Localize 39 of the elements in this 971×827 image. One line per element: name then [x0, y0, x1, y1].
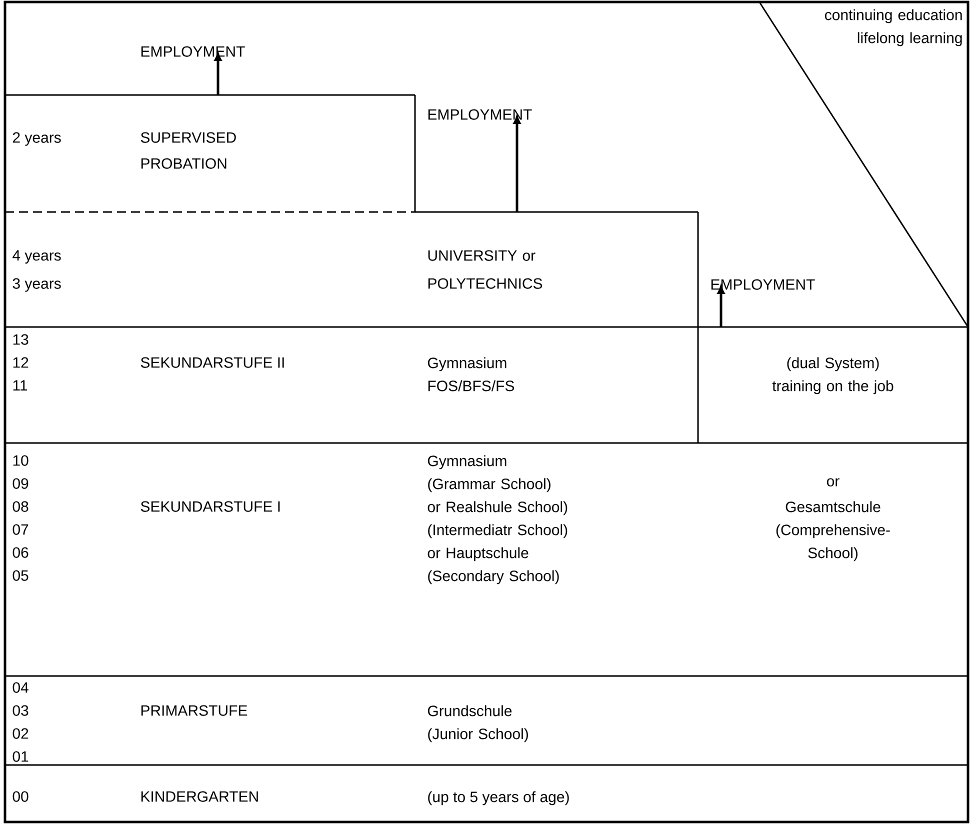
year-label: 12	[13, 357, 28, 368]
school-name: Gesamtschule (Comprehensive- School)	[776, 501, 890, 562]
duration-label: 3 years	[12, 278, 61, 292]
school-name: (dual System) training on the job	[772, 357, 894, 394]
school-name: UNIVERSITY or POLYTECHNICS	[428, 250, 542, 289]
employment-label: EMPLOYMENT	[141, 46, 245, 57]
year-label: 13	[13, 334, 28, 345]
year-label: 07	[12, 524, 28, 535]
conjunction-label: or	[826, 478, 840, 486]
school-name: or Hauptschule (Secondary School)	[428, 547, 559, 584]
duration-label: 2 years	[12, 132, 61, 146]
stage-name: KINDERGARTEN	[141, 791, 258, 802]
school-name: Gymnasium (Grammar School)	[428, 455, 550, 492]
year-label: 09	[12, 478, 28, 489]
stage-name: SEKUNDARSTUFE I	[140, 501, 280, 512]
year-label: 06	[12, 547, 28, 558]
stage-name: SUPERVISED PROBATION	[140, 132, 236, 169]
arrow	[717, 286, 725, 327]
year-label: 01	[12, 751, 28, 762]
school-name: or Realshule School) (Intermediatr School)	[428, 501, 568, 538]
year-label: 03	[12, 705, 28, 716]
employment-label: EMPLOYMENT	[711, 279, 815, 290]
stage-name: PRIMARSTUFE	[141, 705, 248, 716]
arrow	[513, 116, 521, 212]
school-name: Gymnasium FOS/BFS/FS	[428, 357, 514, 392]
year-label: 00	[12, 791, 28, 802]
education-note: continuing education lifelong learning	[825, 9, 962, 46]
age-note: (up to 5 years of age)	[428, 791, 569, 806]
stage-name: SEKUNDARSTUFE II	[140, 357, 284, 368]
year-label: 11	[13, 380, 28, 391]
school-name: Grundschule (Junior School)	[428, 705, 528, 742]
arrow	[214, 53, 222, 95]
year-label: 02	[12, 728, 28, 739]
year-label: 08	[12, 501, 28, 512]
duration-label: 4 years	[12, 250, 61, 264]
employment-label: EMPLOYMENT	[428, 109, 532, 120]
year-label: 05	[12, 570, 28, 581]
year-label: 04	[12, 682, 28, 693]
year-label: 10	[13, 455, 28, 466]
